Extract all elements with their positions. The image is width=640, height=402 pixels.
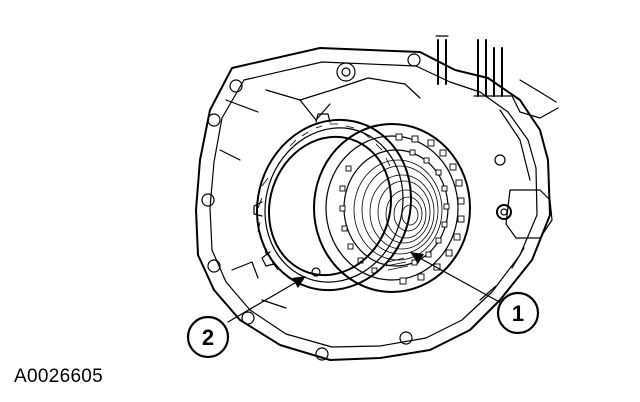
arrowhead-1 xyxy=(410,252,424,264)
callout-1-label: 1 xyxy=(512,301,524,326)
callout-1: 1 xyxy=(496,291,540,335)
callout-2-circle xyxy=(186,315,230,359)
retaining-ring xyxy=(253,113,413,292)
bell-housing xyxy=(195,47,551,361)
callout-2-label: 2 xyxy=(202,325,214,350)
clutch-pack xyxy=(313,123,471,293)
callout-1-circle xyxy=(496,291,540,335)
arrowhead-2 xyxy=(292,276,306,288)
figure-id: A0026605 xyxy=(14,366,104,387)
callout-2: 2 xyxy=(186,315,230,359)
leader-lines xyxy=(227,252,504,323)
external-fittings xyxy=(435,35,559,239)
